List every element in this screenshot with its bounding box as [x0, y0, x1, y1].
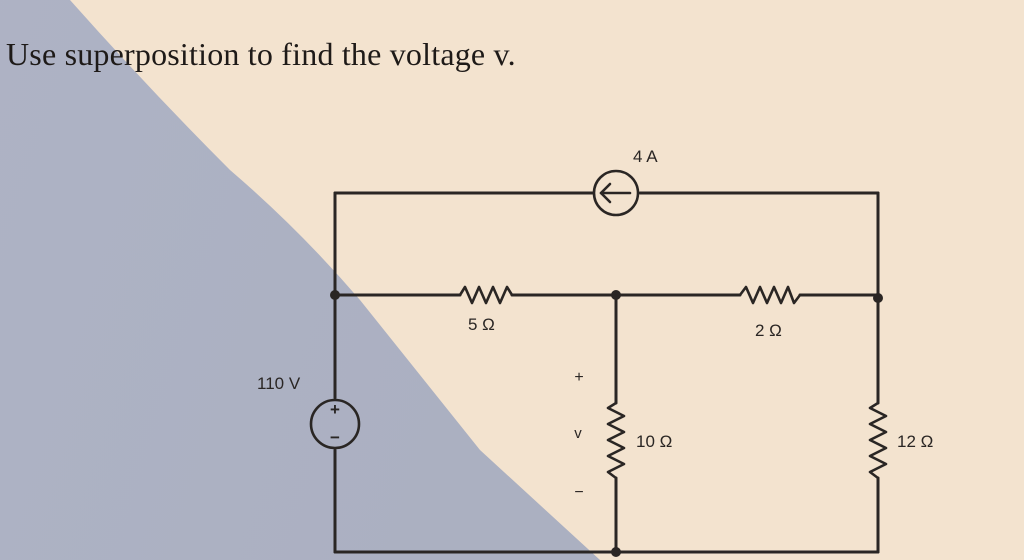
- question-text: Use superposition to find the voltage v.: [6, 36, 516, 72]
- voltage-source-110v: + −: [309, 398, 361, 450]
- resistor-5-ohm-label: 5 Ω: [468, 315, 495, 334]
- resistor-12-ohm: [868, 401, 888, 480]
- current-source-4a: [592, 169, 640, 217]
- junction-node: [611, 290, 621, 300]
- resistor-12-ohm-label: 12 Ω: [897, 432, 933, 451]
- voltage-source-plus: +: [330, 400, 340, 419]
- v-minus-sign: −: [574, 484, 583, 501]
- junction-node: [611, 547, 621, 557]
- junction-node: [873, 293, 883, 303]
- resistor-2-ohm-label: 2 Ω: [755, 321, 782, 340]
- resistor-2-ohm: [738, 285, 802, 305]
- resistor-10-ohm-label: 10 Ω: [636, 432, 672, 451]
- junction-node: [330, 290, 340, 300]
- resistor-10-ohm: [606, 401, 626, 480]
- voltage-source-label: 110 V: [257, 374, 301, 393]
- v-plus-sign: +: [574, 369, 583, 386]
- wires: [333, 191, 880, 554]
- resistor-5-ohm: [458, 285, 514, 305]
- v-voltage-label: v: [574, 425, 582, 442]
- current-source-label: 4 A: [633, 147, 658, 166]
- voltage-source-minus: −: [330, 428, 340, 447]
